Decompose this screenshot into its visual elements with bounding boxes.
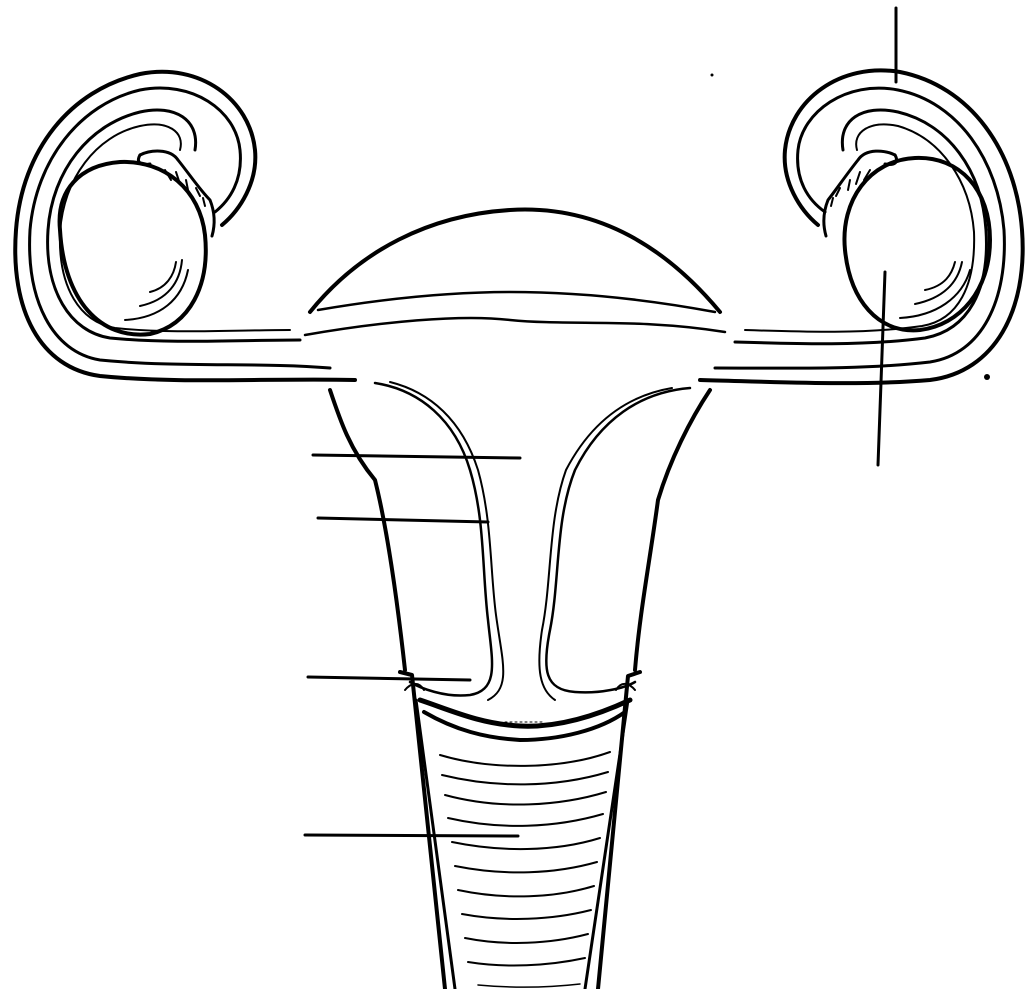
label-line-4 xyxy=(305,835,518,836)
left-fallopian-tube xyxy=(15,72,355,381)
ink-speck xyxy=(711,74,714,77)
right-ovary xyxy=(844,158,990,330)
uterine-cavity xyxy=(375,382,690,700)
label-line-2 xyxy=(318,518,488,522)
label-line-1 xyxy=(313,455,520,458)
cervix xyxy=(420,700,630,740)
uterine-wall xyxy=(330,390,710,670)
right-fallopian-tube xyxy=(700,70,1023,383)
ink-speck xyxy=(984,374,990,380)
label-line-3 xyxy=(308,677,470,680)
label-line-6 xyxy=(878,272,885,465)
uterine-fundus xyxy=(305,210,725,335)
